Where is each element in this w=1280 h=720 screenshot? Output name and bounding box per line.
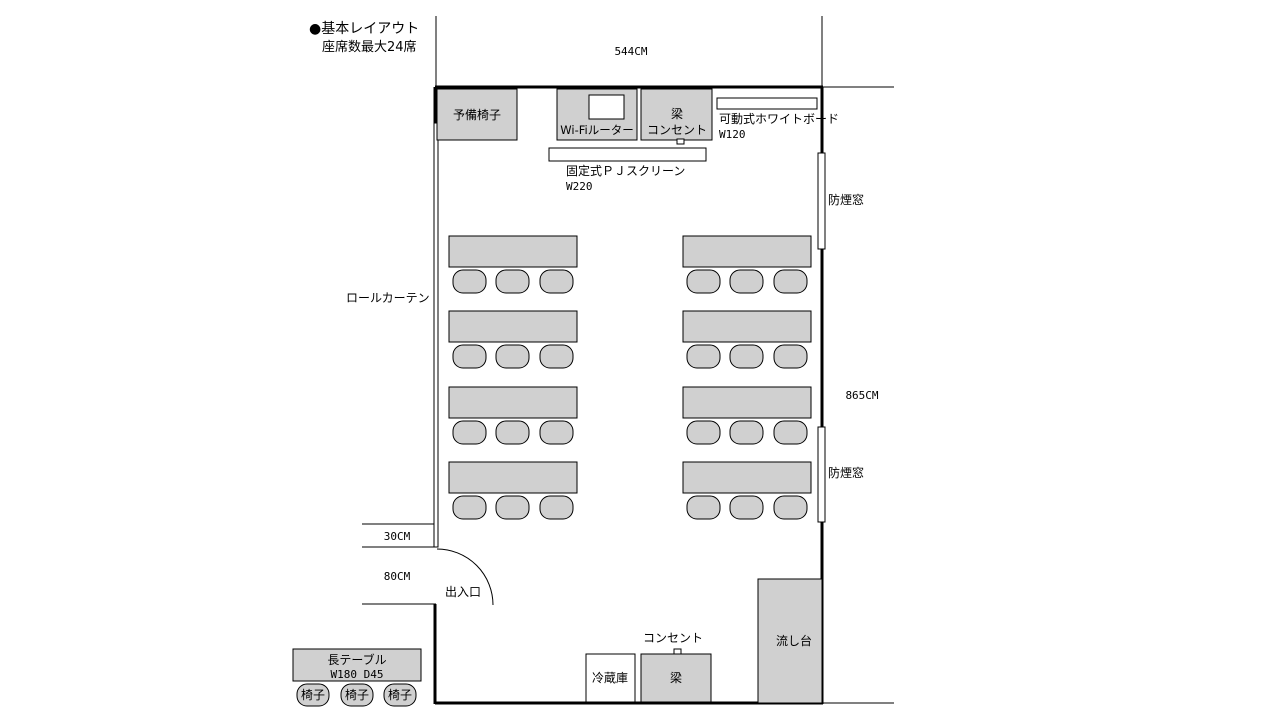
seating-area xyxy=(448,235,812,520)
height-dimension: 865CM xyxy=(845,389,878,402)
chair-6-1 xyxy=(686,344,721,369)
layout-title: ●基本レイアウト xyxy=(309,20,419,37)
outlet-bottom-icon xyxy=(673,648,682,655)
beam-bottom-label: 梁 xyxy=(670,670,682,685)
legend-chair-3 xyxy=(383,683,417,707)
chair-6-3 xyxy=(773,344,808,369)
roll-curtain-strip xyxy=(433,122,439,548)
outlet-top-label: コンセント xyxy=(647,123,707,137)
smoke-window-1 xyxy=(817,152,826,250)
chair-5-3 xyxy=(773,269,808,294)
chair-7-1 xyxy=(686,420,721,445)
chair-5-1 xyxy=(686,269,721,294)
outlet-bottom-label: コンセント xyxy=(643,631,703,645)
chair-7-3 xyxy=(773,420,808,445)
legend-table-name: 長テーブル xyxy=(327,652,386,667)
chair-4-1 xyxy=(452,495,487,520)
wifi-router-label: Wi-Fiルーター xyxy=(560,123,633,137)
chair-6-2 xyxy=(729,344,764,369)
chair-2-3 xyxy=(539,344,574,369)
table-5 xyxy=(682,235,812,268)
legend-chair-1 xyxy=(296,683,330,707)
pj-screen xyxy=(548,147,707,162)
width-dimension: 544CM xyxy=(614,45,647,58)
fridge-label: 冷蔵庫 xyxy=(592,671,628,685)
roll-curtain-label: ロールカーテン xyxy=(346,291,430,305)
door-swing xyxy=(436,548,494,606)
sink-label: 流し台 xyxy=(776,633,812,648)
whiteboard-width: W120 xyxy=(719,128,746,141)
legend-chair-3-label: 椅子 xyxy=(388,688,412,702)
legend-chair-2 xyxy=(340,683,374,707)
pj-screen-width: W220 xyxy=(566,180,593,193)
chair-4-2 xyxy=(495,495,530,520)
wifi-router-icon xyxy=(588,94,625,120)
chair-3-2 xyxy=(495,420,530,445)
chair-8-3 xyxy=(773,495,808,520)
legend-chair-1-label: 椅子 xyxy=(301,688,325,702)
chair-8-2 xyxy=(729,495,764,520)
smoke-window-1-label: 防煙窓 xyxy=(828,192,864,207)
outlet-top-icon xyxy=(676,138,685,145)
whiteboard-label: 可動式ホワイトボード xyxy=(719,112,839,126)
door-dimension: 80CM xyxy=(384,570,411,583)
table-4 xyxy=(448,461,578,494)
sink xyxy=(757,578,823,704)
chair-5-2 xyxy=(729,269,764,294)
chair-2-1 xyxy=(452,344,487,369)
chair-1-3 xyxy=(539,269,574,294)
spare-chairs xyxy=(436,88,518,141)
chair-3-1 xyxy=(452,420,487,445)
table-3 xyxy=(448,386,578,419)
table-7 xyxy=(682,386,812,419)
table-8 xyxy=(682,461,812,494)
legend-table-size: W180 D45 xyxy=(331,668,384,681)
spare-chairs-label: 予備椅子 xyxy=(453,107,501,122)
entrance-label: 出入口 xyxy=(445,585,481,599)
chair-3-3 xyxy=(539,420,574,445)
smoke-window-2 xyxy=(817,426,826,523)
table-6 xyxy=(682,310,812,343)
chair-8-1 xyxy=(686,495,721,520)
pj-screen-label: 固定式ＰＪスクリーン xyxy=(566,163,685,178)
whiteboard xyxy=(716,97,818,110)
smoke-window-2-label: 防煙窓 xyxy=(828,465,864,480)
beam-bottom xyxy=(640,653,712,703)
chair-1-1 xyxy=(452,269,487,294)
beam-top-label: 梁 xyxy=(671,106,683,121)
chair-4-3 xyxy=(539,495,574,520)
fridge xyxy=(585,653,636,703)
table-2 xyxy=(448,310,578,343)
chair-2-2 xyxy=(495,344,530,369)
chair-1-2 xyxy=(495,269,530,294)
legend-table xyxy=(292,648,422,682)
beam-top xyxy=(640,88,713,141)
legend-chair-2-label: 椅子 xyxy=(345,688,369,702)
table-1 xyxy=(448,235,578,268)
seat-capacity: 座席数最大24席 xyxy=(322,39,417,55)
gap-dimension: 30CM xyxy=(384,530,411,543)
chair-7-2 xyxy=(729,420,764,445)
